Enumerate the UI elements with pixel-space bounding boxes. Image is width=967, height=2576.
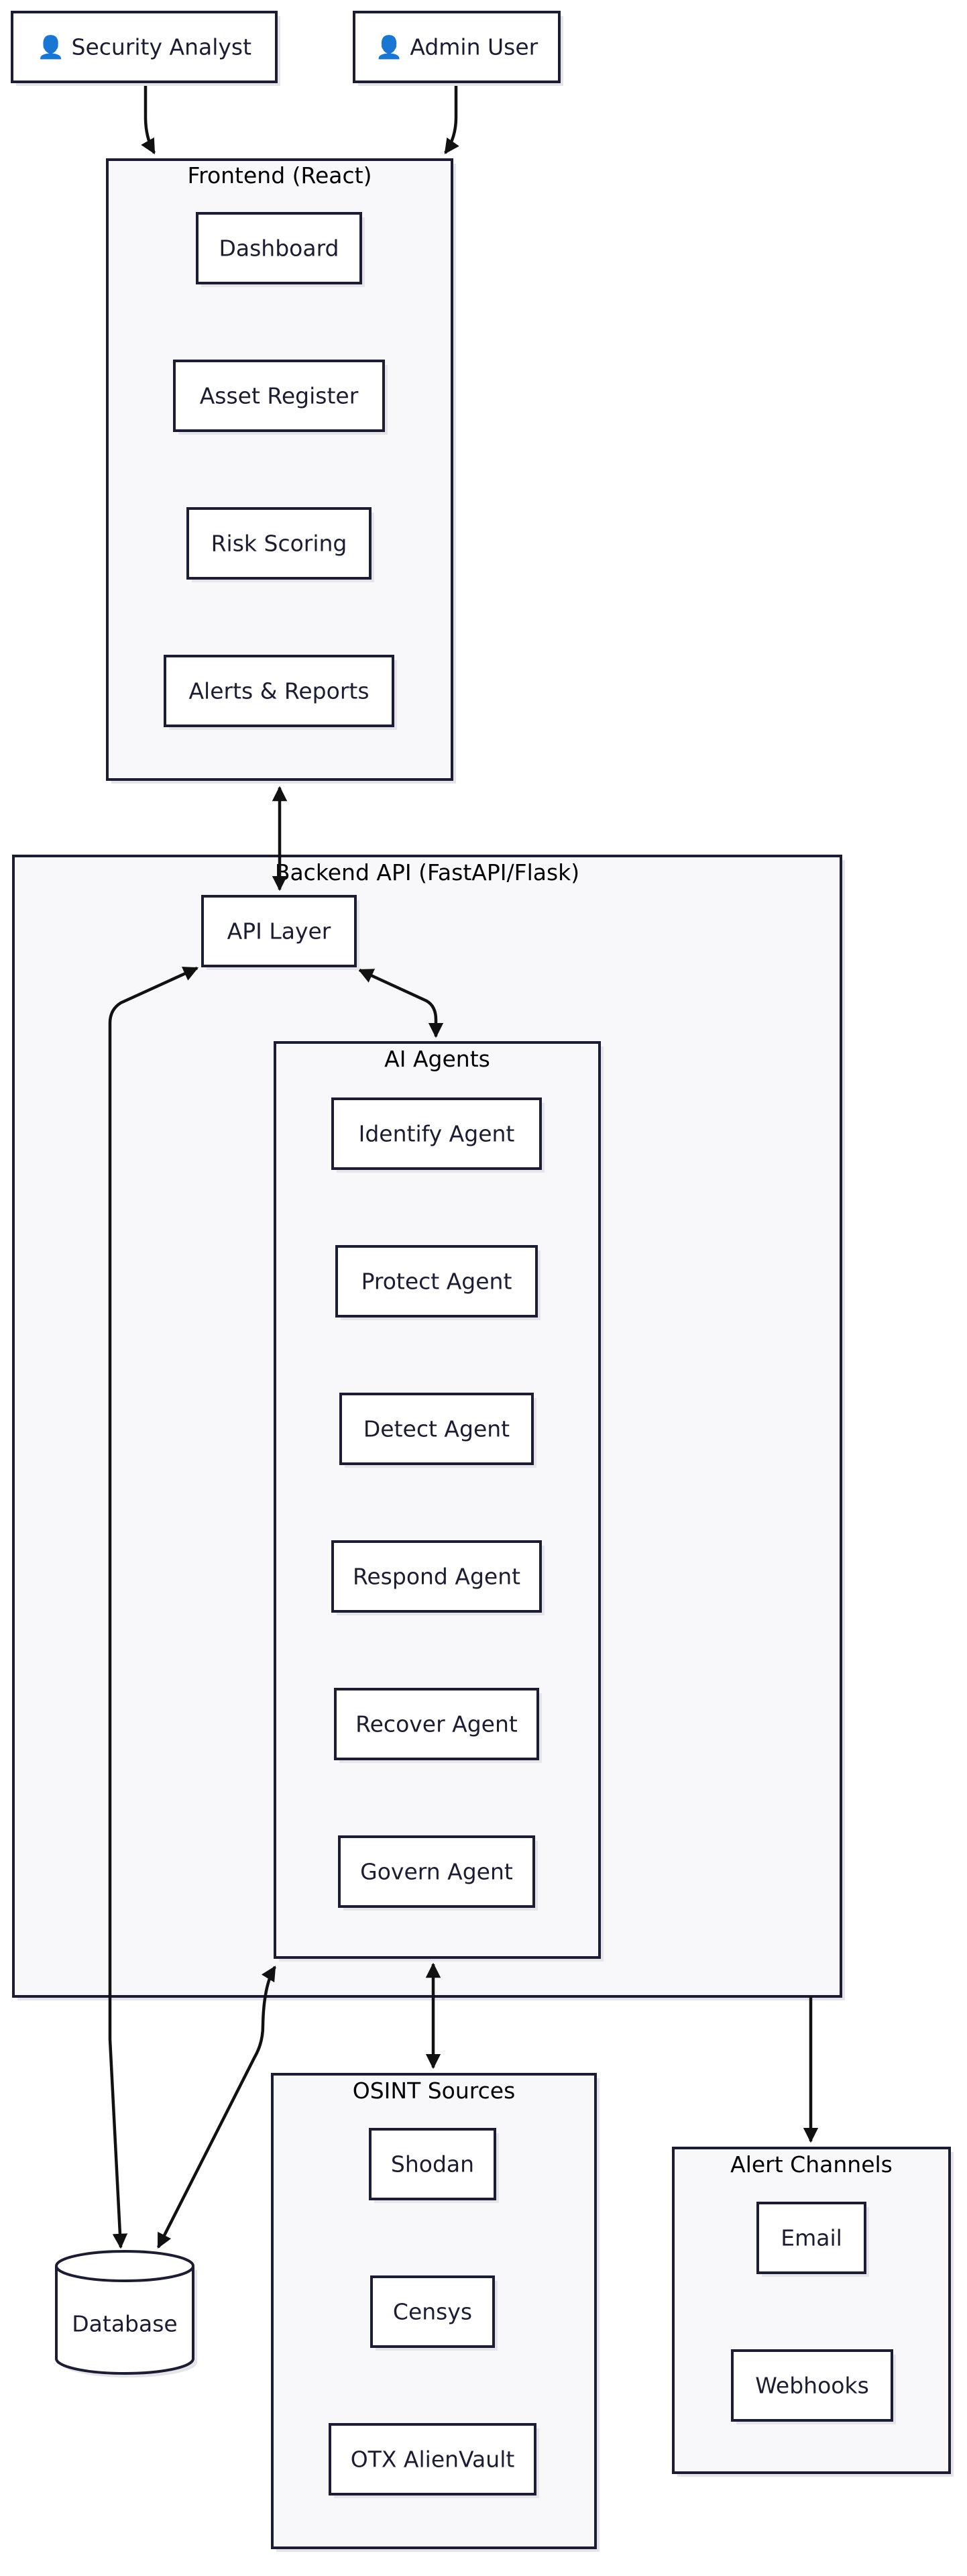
webhooks-label: Webhooks [755, 2373, 869, 2399]
ai-agents-cluster-title: AI Agents [384, 1046, 490, 1072]
censys-label: Censys [393, 2299, 472, 2325]
email-node: Email [756, 2202, 869, 2277]
otx-alienvault-node: OTX AlienVault [329, 2423, 539, 2498]
api-layer-node: API Layer [201, 895, 359, 970]
backend-cluster-title: Backend API (FastAPI/Flask) [275, 859, 579, 885]
api-layer-label: API Layer [227, 918, 331, 945]
detect-agent-node: Detect Agent [339, 1393, 536, 1468]
ai-agents-cluster: AI Agents [274, 1041, 604, 1962]
alert-channels-cluster: Alert Channels [672, 2147, 954, 2477]
edge-admin-frontend [444, 82, 459, 154]
recover-agent-node: Recover Agent [334, 1688, 542, 1763]
edge-api-database [108, 966, 199, 2249]
recover-agent-label: Recover Agent [355, 1711, 518, 1737]
database-node: Database [55, 2250, 197, 2377]
admin-user-actor: 👤 Admin User [353, 11, 563, 86]
protect-agent-node: Protect Agent [335, 1245, 541, 1320]
webhooks-node: Webhooks [731, 2349, 896, 2424]
security-analyst-actor: 👤 Security Analyst [11, 11, 280, 86]
protect-agent-label: Protect Agent [361, 1269, 512, 1295]
email-label: Email [781, 2225, 842, 2251]
edge-analyst-frontend [141, 82, 156, 154]
alerts-reports-label: Alerts & Reports [188, 678, 369, 704]
edges [108, 82, 819, 2249]
censys-node: Censys [370, 2275, 498, 2351]
govern-agent-node: Govern Agent [338, 1835, 538, 1911]
govern-agent-label: Govern Agent [360, 1859, 513, 1885]
detect-agent-label: Detect Agent [363, 1416, 510, 1442]
osint-cluster-title: OSINT Sources [353, 2078, 516, 2104]
frontend-cluster-title: Frontend (React) [188, 162, 372, 189]
alerts-reports-node: Alerts & Reports [164, 655, 397, 730]
identify-agent-label: Identify Agent [359, 1121, 515, 1147]
admin-user-label: 👤 Admin User [376, 34, 538, 60]
edge-api-agents [357, 968, 444, 1038]
risk-scoring-node: Risk Scoring [186, 507, 374, 582]
edge-agents-database [156, 1966, 276, 2249]
respond-agent-node: Respond Agent [331, 1540, 545, 1615]
security-analyst-label: 👤 Security Analyst [37, 34, 251, 60]
shodan-node: Shodan [369, 2128, 499, 2203]
asset-register-node: Asset Register [173, 360, 388, 435]
identify-agent-node: Identify Agent [331, 1097, 545, 1173]
otx-alienvault-label: OTX AlienVault [351, 2447, 515, 2473]
asset-register-label: Asset Register [200, 383, 359, 409]
respond-agent-label: Respond Agent [353, 1564, 520, 1590]
dashboard-label: Dashboard [219, 235, 339, 262]
dashboard-node: Dashboard [196, 212, 365, 287]
alert-channels-cluster-title: Alert Channels [730, 2151, 893, 2178]
shodan-label: Shodan [391, 2151, 474, 2178]
risk-scoring-label: Risk Scoring [211, 531, 347, 557]
database-label: Database [72, 2311, 177, 2337]
